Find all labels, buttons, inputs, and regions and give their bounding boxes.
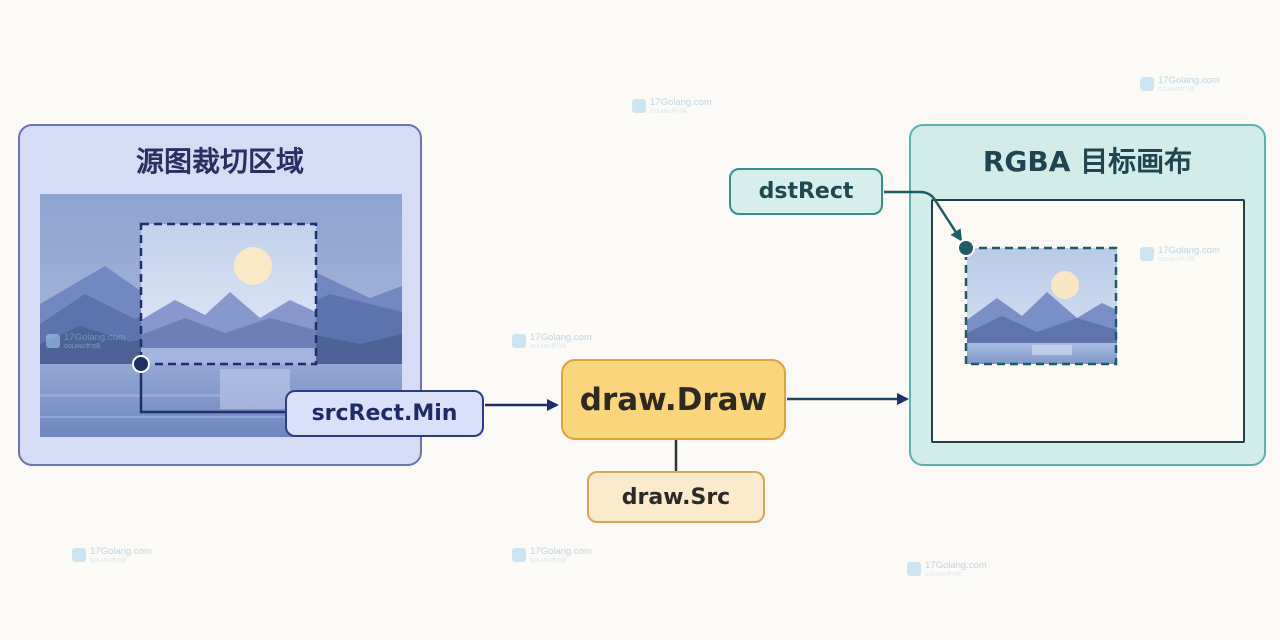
watermark-logo-icon [1140, 247, 1154, 261]
watermark-sub: GOLANG学习网 [1158, 256, 1195, 263]
watermark-name: 17Golang.com [1158, 245, 1220, 256]
dest-panel-title: RGBA 目标画布 [982, 145, 1193, 178]
dst-rect-label: dstRect [729, 168, 883, 215]
watermark-logo-icon [632, 99, 646, 113]
watermark-name: 17Golang.com [925, 560, 987, 571]
watermark-logo-icon [512, 548, 526, 562]
src-rect-min-label: srcRect.Min [285, 390, 484, 437]
watermark-logo-icon [1140, 77, 1154, 91]
watermark-sub: GOLANG学习网 [925, 571, 962, 578]
draw-draw-box: draw.Draw [561, 359, 786, 440]
watermark-logo-icon [46, 334, 60, 348]
watermark-name: 17Golang.com [1158, 75, 1220, 86]
drawn-image-thumbnail [967, 248, 1117, 364]
watermark-logo-icon [512, 334, 526, 348]
watermark-name: 17Golang.com [530, 546, 592, 557]
watermark-name: 17Golang.com [90, 546, 152, 557]
watermark-logo-icon [72, 548, 86, 562]
watermark-sub: GOLANG学习网 [530, 557, 567, 564]
watermark-sub: GOLANG学习网 [530, 343, 567, 350]
rgba-destination-panel: RGBA 目标画布 [909, 124, 1266, 466]
source-panel-title: 源图裁切区域 [135, 145, 304, 178]
rgba-canvas [931, 199, 1245, 443]
draw-src-label: draw.Src [587, 471, 765, 523]
watermark-sub: GOLANG学习网 [650, 108, 687, 115]
watermark-sub: GOLANG学习网 [64, 343, 101, 350]
watermark-name: 17Golang.com [650, 97, 712, 108]
watermark-sub: GOLANG学习网 [90, 557, 127, 564]
watermark-name: 17Golang.com [530, 332, 592, 343]
watermark-name: 17Golang.com [64, 332, 126, 343]
watermark-logo-icon [907, 562, 921, 576]
watermark-sub: GOLANG学习网 [1158, 86, 1195, 93]
